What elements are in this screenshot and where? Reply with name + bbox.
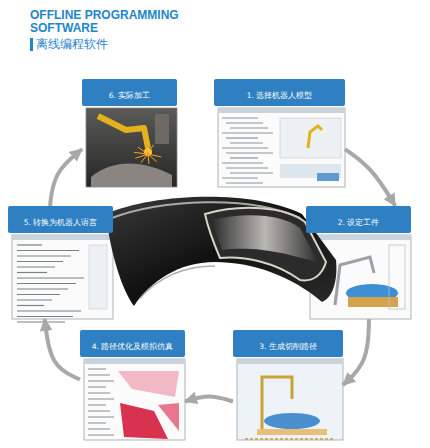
step-label: 2. 设定工件 <box>338 218 380 227</box>
step-label: 6. 实际加工 <box>109 91 151 100</box>
step-label: 3. 生成切削路径 <box>259 342 317 351</box>
screenshot <box>12 235 113 322</box>
step-label: 1. 选择机器人模型 <box>247 91 313 100</box>
subtitle: 离线编程软件 <box>30 38 108 51</box>
cycle-arrow <box>45 319 80 380</box>
step-panel: 2. 设定工件 <box>306 206 411 319</box>
cycle-arrow <box>185 397 233 402</box>
screenshot <box>84 359 185 440</box>
step-header: 4. 路径优化及模拟仿真 <box>80 330 185 357</box>
step-panel: 1. 选择机器人模型 <box>214 79 345 187</box>
fender-lower-highlight <box>140 266 215 298</box>
step-panel: 4. 路径优化及模拟仿真 <box>80 330 185 440</box>
fender-body <box>106 197 336 306</box>
step-label: 5. 转换为机器人语言 <box>24 218 98 227</box>
fender-highlight <box>212 215 318 262</box>
step-header: 6. 实际加工 <box>82 79 177 106</box>
step-header: 3. 生成切削路径 <box>233 330 343 357</box>
cycle-arrow <box>345 149 395 206</box>
cycle-arrow <box>343 319 369 385</box>
step-label: 4. 路径优化及模拟仿真 <box>92 342 174 351</box>
step-header: 2. 设定工件 <box>306 206 411 233</box>
step-panel: 6. 实际加工 <box>82 79 177 187</box>
fender-part <box>106 197 336 306</box>
step-panel: 5. 转换为机器人语言 <box>8 206 113 319</box>
screenshot-group <box>12 108 411 440</box>
screenshot <box>218 108 345 187</box>
cycle-arrow <box>50 149 82 206</box>
screenshot <box>86 108 177 187</box>
title: OFFLINE PROGRAMMING SOFTWARE <box>30 9 208 35</box>
screenshot <box>237 359 343 440</box>
step-panel: 3. 生成切削路径 <box>233 330 343 440</box>
step-header: 5. 转换为机器人语言 <box>8 206 113 233</box>
fender-edge-highlight <box>112 202 300 218</box>
step-header: 1. 选择机器人模型 <box>214 79 345 106</box>
